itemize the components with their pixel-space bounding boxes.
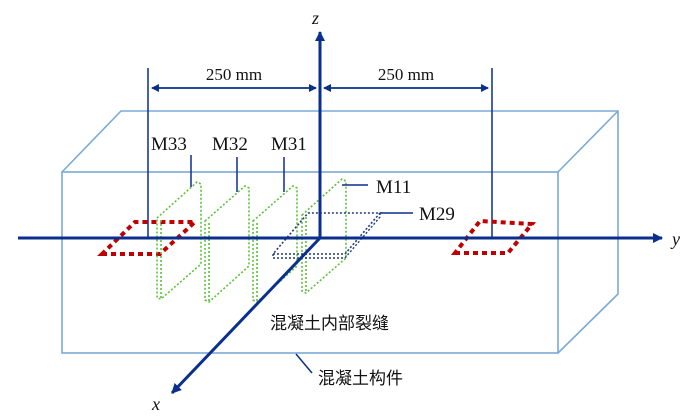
- sensor-label-m32: M32: [212, 134, 248, 155]
- plate-m32: [204, 185, 250, 303]
- dimension-right-label: 250 mm: [378, 65, 434, 84]
- plate-m33: [156, 181, 202, 300]
- concrete-member-label: 混凝土构件: [318, 369, 403, 389]
- x-axis: [170, 236, 322, 395]
- axes: [18, 31, 663, 395]
- leader-lines: [190, 155, 413, 374]
- dimension-lines: [147, 68, 493, 238]
- dimension-left-label: 250 mm: [206, 65, 262, 84]
- y-axis-label: y: [670, 229, 680, 249]
- z-axis-label: z: [311, 8, 319, 28]
- x-axis-label: x: [151, 394, 160, 414]
- right-excitation-loop: [450, 218, 537, 255]
- sensor-label-m29: M29: [419, 204, 455, 225]
- crack-plates: [156, 178, 347, 303]
- concrete-member-box: [61, 110, 619, 354]
- internal-crack-label: 混凝土内部裂缝: [270, 314, 389, 334]
- sensor-label-m31: M31: [271, 134, 307, 155]
- plate-m11: [301, 178, 347, 294]
- sensor-label-m33: M33: [151, 134, 187, 155]
- left-excitation-loop: [97, 220, 201, 256]
- sensor-label-m11: M11: [376, 177, 411, 198]
- plate-m29: [271, 212, 382, 255]
- plate-m31: [252, 185, 298, 303]
